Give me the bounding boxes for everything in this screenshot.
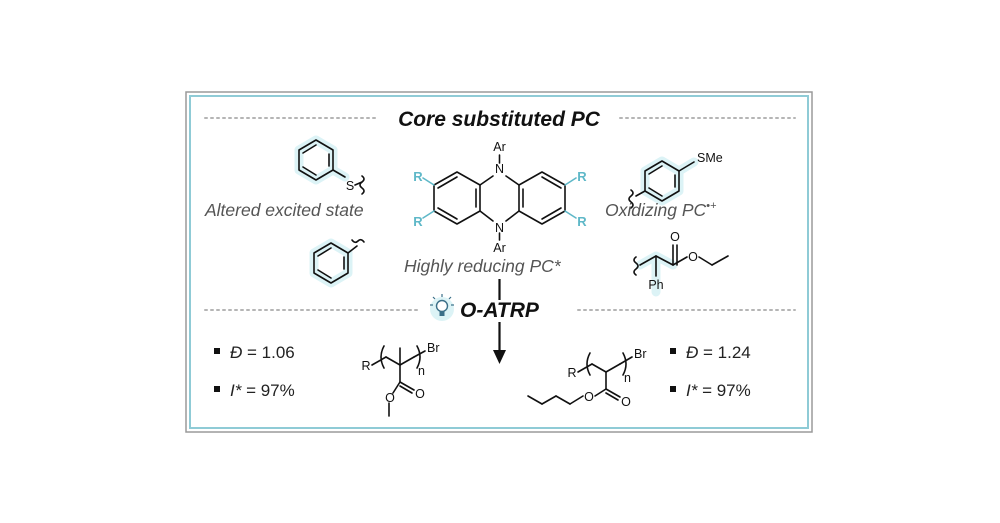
phenazine-core: [422, 154, 577, 241]
phenyl-substituent: [309, 238, 365, 288]
pmma-carbonyl-oxygen: O: [415, 387, 425, 401]
pba-repeat-n: n: [624, 371, 631, 385]
phenyl-abbrev: Ph: [648, 278, 663, 292]
pba-r-group: R: [567, 366, 576, 380]
caption-altered-excited-state: Altered excited state: [204, 200, 364, 220]
core-n-top: N: [495, 162, 504, 176]
pba-carbonyl-oxygen: O: [621, 395, 631, 409]
ester-carbonyl-oxygen: O: [670, 230, 680, 244]
bullet-right-1: [670, 348, 676, 354]
pmma-br-end: Br: [427, 341, 440, 355]
arrow-head: [493, 350, 506, 364]
ester-alkoxy-oxygen: O: [688, 250, 698, 264]
caption-oxidizing-pc: Oxidizing PC•+: [605, 200, 717, 220]
pba-ester-oxygen: O: [584, 390, 594, 404]
pba-polymer: [527, 352, 633, 405]
bullet-right-2: [670, 386, 676, 392]
sme-group: SMe: [697, 151, 723, 165]
light-bulb-icon: [430, 294, 454, 321]
core-n-bottom: N: [495, 221, 504, 235]
reaction-label: O-ATRP: [460, 299, 540, 322]
result-right-initiator-efficiency: I* = 97%: [686, 381, 751, 400]
core-r-top-left: R: [413, 169, 423, 184]
caption-highly-reducing-pc: Highly reducing PC*: [404, 256, 562, 276]
pmma-r-group: R: [361, 359, 370, 373]
result-left-initiator-efficiency: I* = 97%: [230, 381, 295, 400]
result-right-dispersity: Đ = 1.24: [686, 343, 751, 362]
core-ar-bottom: Ar: [493, 241, 506, 255]
inner-frame: [189, 95, 809, 429]
core-r-bottom-right: R: [577, 214, 587, 229]
pba-br-end: Br: [634, 347, 647, 361]
sulfur-atom: S: [346, 179, 354, 193]
pmma-repeat-n: n: [418, 364, 425, 378]
core-r-bottom-left: R: [413, 214, 423, 229]
core-r-top-right: R: [577, 169, 587, 184]
bullet-left-2: [214, 386, 220, 392]
pmma-ester-oxygen: O: [385, 391, 395, 405]
methylthiophenyl-substituent: [628, 156, 699, 209]
figure-title: Core substituted PC: [398, 108, 601, 131]
ester-substituent: [633, 244, 729, 297]
core-ar-top: Ar: [493, 140, 506, 154]
result-left-dispersity: Đ = 1.06: [230, 343, 295, 362]
bullet-left-1: [214, 348, 220, 354]
phenylthio-substituent: [294, 135, 365, 195]
pmma-polymer: [371, 345, 426, 417]
